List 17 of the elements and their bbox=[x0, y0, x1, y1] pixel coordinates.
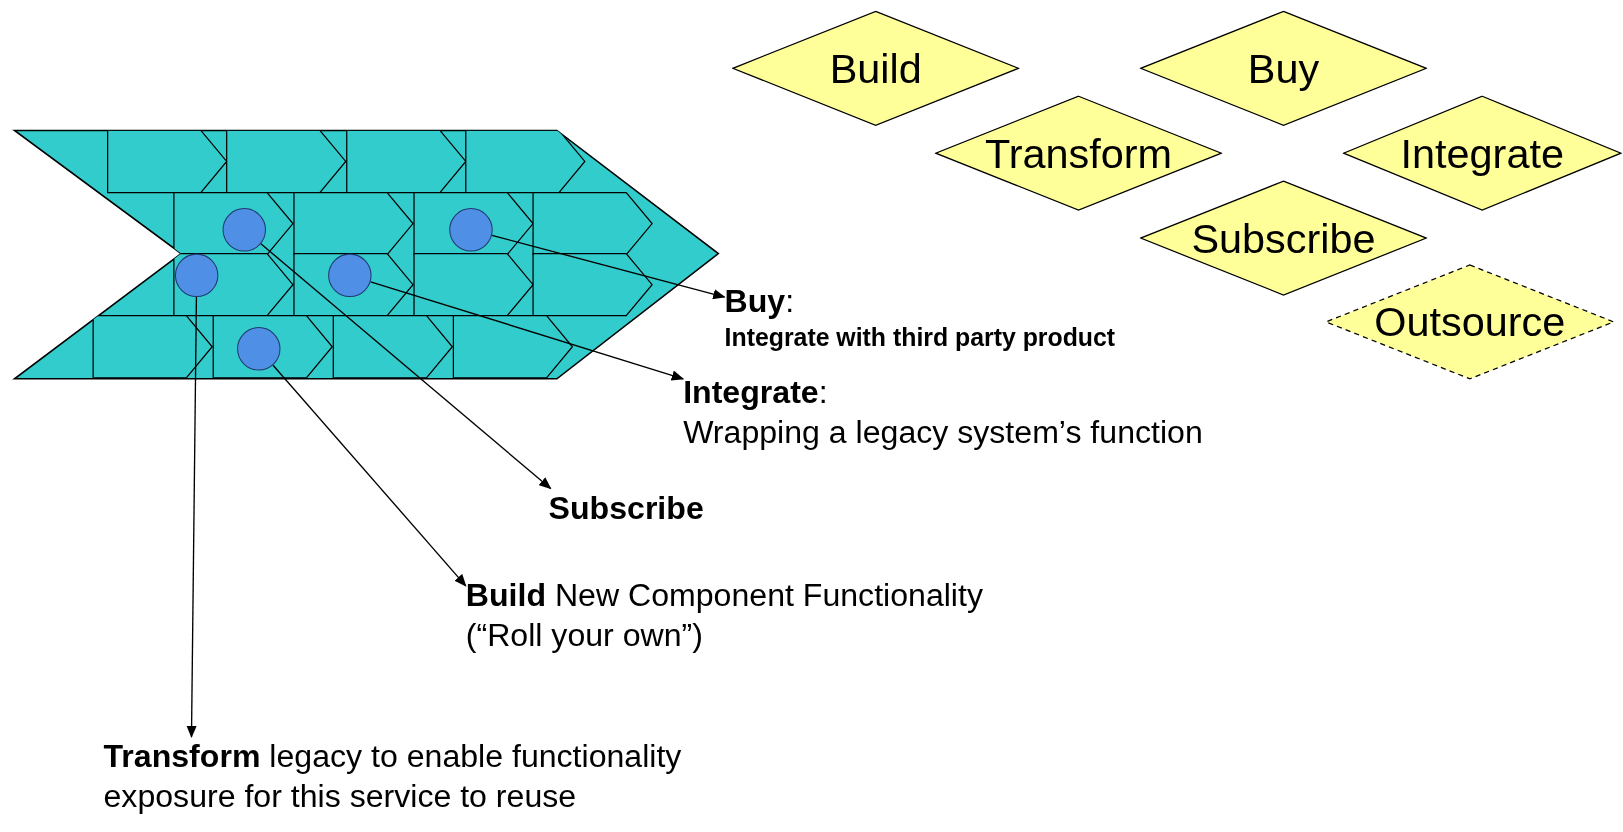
callout-text: Integrate with third party product bbox=[724, 322, 1116, 351]
callout-text: Integrate: bbox=[683, 373, 828, 410]
callout-text: Buy: bbox=[724, 282, 795, 319]
callout-text: Wrapping a legacy system’s function bbox=[683, 413, 1203, 450]
diamond-label: Subscribe bbox=[1191, 217, 1376, 259]
callout-text: Subscribe bbox=[548, 489, 704, 526]
callout-text: Transform legacy to enable functionality exposure for this service to reuse bbox=[103, 738, 682, 815]
diamond-label: Buy bbox=[1247, 47, 1320, 89]
leader-arrow bbox=[186, 296, 198, 738]
leader-arrow bbox=[491, 234, 726, 300]
callout-text: Build New Component Functionality (“Roll your own”) bbox=[465, 576, 983, 653]
diamond-label: Integrate bbox=[1400, 132, 1564, 174]
leader-arrow bbox=[272, 364, 467, 587]
diamond-label: Build bbox=[829, 47, 922, 89]
diamond-label: Outsource bbox=[1374, 301, 1566, 343]
diamond-label: Transform bbox=[985, 132, 1173, 174]
leader-arrow bbox=[369, 281, 685, 381]
